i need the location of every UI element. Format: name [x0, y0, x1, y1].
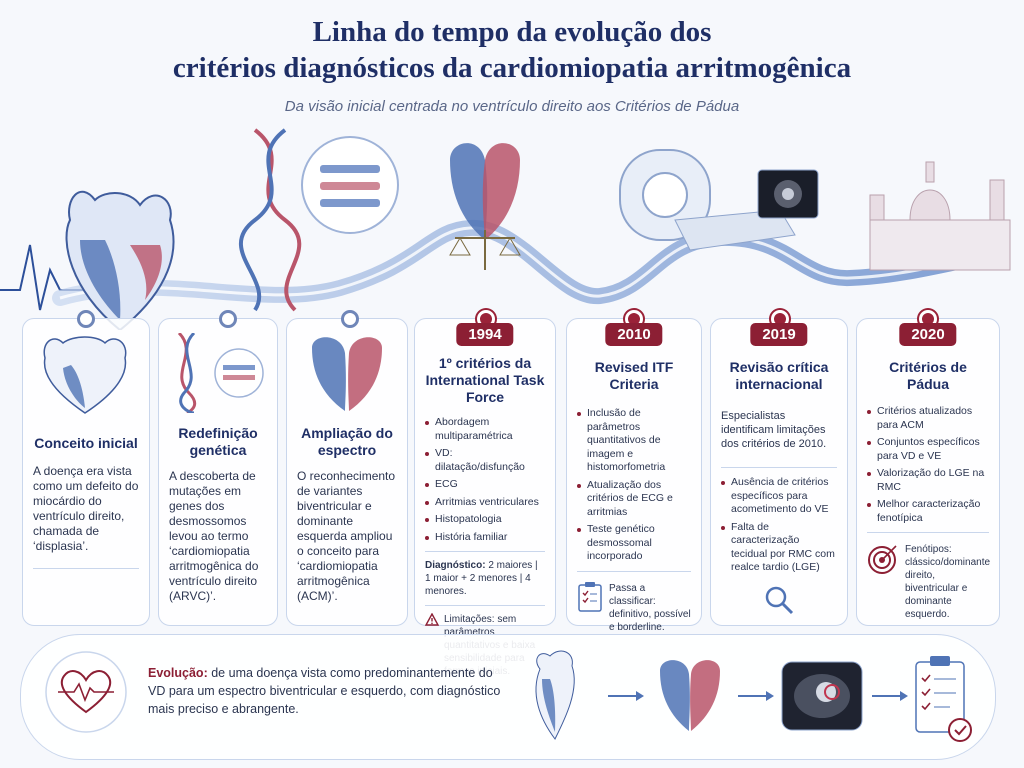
- timeline-ribbon: [0, 128, 1011, 330]
- biventricular-hearts-icon: [450, 143, 520, 240]
- dna-helix-icon: [239, 128, 302, 312]
- list-item: ECG: [425, 478, 545, 492]
- rv-heart-icon: [535, 650, 575, 740]
- warning-icon: [425, 613, 439, 626]
- limitations-list: Ausência de critérios específicos para a…: [721, 476, 837, 575]
- criteria-list: Abordagem multiparamétrica VD: dilatação…: [425, 416, 545, 544]
- diagnosis-label: Diagnóstico:: [425, 560, 486, 571]
- criteria-list: Inclusão de parâmetros quantitativos de …: [577, 407, 691, 564]
- classification-text: Passa a classificar: definitivo, possíve…: [609, 582, 691, 633]
- list-item: Valorização do LGE na RMC: [867, 467, 989, 494]
- card-2010: 2010 Revised ITF Criteria Inclusão de pa…: [566, 310, 702, 633]
- year-badge: 2020: [899, 323, 957, 346]
- card-title: Revised ITF Criteria: [594, 359, 674, 392]
- list-item: Histopatologia: [425, 513, 545, 527]
- list-item: Atualização dos critérios de ECG e arrit…: [577, 479, 691, 520]
- card-initial-concept: Conceito inicial A doença era vista como…: [22, 310, 150, 626]
- page-subtitle: Da visão inicial centrada no ventrículo …: [284, 98, 740, 115]
- list-item: Ausência de critérios específicos para a…: [721, 476, 837, 517]
- heart-pulse-icon: [45, 651, 127, 733]
- magnifier-icon: [765, 586, 794, 614]
- list-item: Inclusão de parâmetros quantitativos de …: [577, 407, 691, 475]
- card-2019: 2019 Revisão crítica internacional Espec…: [710, 310, 848, 626]
- title-line-1: Linha do tempo da evolução dos: [312, 16, 712, 48]
- card-title: Conceito inicial: [34, 435, 138, 451]
- card-title: 1º critérios da International Task Force: [425, 355, 545, 405]
- year-badge: 1994: [456, 323, 514, 346]
- clipboard-check-icon: [915, 656, 972, 742]
- list-item: Conjuntos específicos para VD e VE: [867, 436, 989, 463]
- cardiac-mri-icon: [781, 661, 863, 731]
- heart-illustration-icon: [43, 336, 127, 414]
- evolution-text-block: Evolução: de uma doença vista como predo…: [148, 664, 508, 718]
- phenotypes-text: Fenótipos: clássico/dominante direito, b…: [905, 544, 991, 620]
- card-text: A descoberta de mutações em genes dos de…: [169, 469, 259, 603]
- evolution-text: de uma doença vista como predominantemen…: [148, 666, 501, 716]
- year-badge: 2010: [605, 323, 663, 346]
- card-title: Ampliação do espectro: [301, 425, 393, 458]
- year-badge: 2019: [750, 323, 808, 346]
- arrow-right-icon: [608, 691, 644, 701]
- arrow-right-icon: [738, 691, 774, 701]
- desmosome-circle-icon: [301, 136, 399, 234]
- list-item: Teste genético desmossomal incorporado: [577, 523, 691, 564]
- phenotypes-block: Fenótipos: clássico/dominante direito, b…: [867, 543, 991, 621]
- evolution-label: Evolução:: [148, 666, 208, 680]
- card-title: Critérios de Pádua: [889, 359, 967, 392]
- diagnosis-text: 2 maiores | 1 maior + 2 menores | 4 meno…: [425, 560, 538, 597]
- checklist-icon: [578, 581, 602, 612]
- list-item: VD: dilatação/disfunção: [425, 447, 545, 474]
- card-text: Especialistas identificam limitações dos…: [721, 410, 827, 450]
- card-2020: 2020 Critérios de Pádua Critérios atuali…: [856, 310, 1000, 626]
- page-title: Linha do tempo da evolução dos critérios…: [0, 14, 1024, 86]
- card-title: Revisão crítica internacional: [729, 359, 829, 392]
- card-text: O reconhecimento de variantes biventricu…: [297, 469, 396, 603]
- mri-image-icon: [757, 169, 819, 219]
- card-genetic-redefinition: Redefinição genética A descoberta de mut…: [158, 310, 278, 626]
- card-spectrum-expansion: Ampliação do espectro O reconhecimento d…: [286, 310, 408, 626]
- anatomical-heart-icon: [65, 190, 175, 330]
- list-item: Falta de caracterização tecidual por RMC…: [721, 521, 837, 575]
- card-title: Redefinição genética: [178, 425, 258, 458]
- biventricular-heart-icon: [660, 660, 720, 731]
- timeline-dot: [341, 310, 359, 328]
- list-item: História familiar: [425, 531, 545, 545]
- criteria-list: Critérios atualizados para ACM Conjuntos…: [867, 405, 989, 525]
- padua-cathedral-icon: [869, 161, 1011, 271]
- classification-block: Passa a classificar: definitivo, possíve…: [577, 581, 691, 634]
- list-item: Abordagem multiparamétrica: [425, 416, 545, 443]
- list-item: Melhor caracterização fenotípica: [867, 498, 989, 525]
- arrow-right-icon: [872, 691, 908, 701]
- list-item: Arritmias ventriculares: [425, 496, 545, 510]
- card-text: A doença era vista como um defeito do mi…: [33, 464, 139, 553]
- timeline-dot: [77, 310, 95, 328]
- target-icon: [868, 545, 897, 574]
- timeline-dot: [219, 310, 237, 328]
- biventricular-heart-icon: [312, 337, 382, 411]
- evolution-sequence: [535, 650, 972, 742]
- diagnosis-rule: Diagnóstico: 2 maiores | 1 maior + 2 men…: [425, 559, 545, 598]
- card-1994: 1994 1º critérios da International Task …: [414, 310, 556, 677]
- dna-icon: [177, 333, 264, 413]
- mri-scanner-icon: [619, 149, 796, 251]
- list-item: Critérios atualizados para ACM: [867, 405, 989, 432]
- scale-icon: [449, 230, 521, 270]
- title-line-2: critérios diagnósticos da cardiomiopatia…: [172, 52, 852, 84]
